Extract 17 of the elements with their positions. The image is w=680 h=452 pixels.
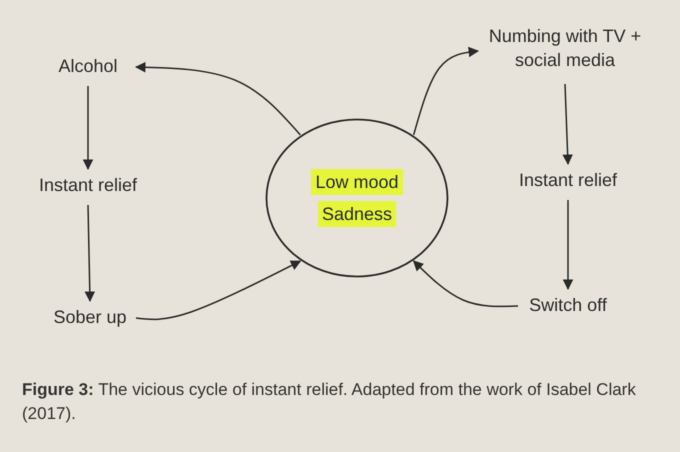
- arrow: [562, 84, 573, 166]
- arrow: [562, 200, 574, 290]
- node-label: Switch off: [529, 294, 607, 317]
- arrow: [84, 204, 96, 302]
- node-label: Alcohol: [58, 55, 118, 78]
- node-label: Instant relief: [518, 169, 618, 192]
- arrow: [412, 46, 480, 136]
- highlighted-text: Sadness: [318, 201, 396, 227]
- arrow: [82, 86, 94, 170]
- highlighted-text: Low mood: [311, 169, 403, 195]
- arrow: [412, 260, 518, 308]
- node-label: Sober up: [53, 306, 127, 329]
- node-label: Numbing with TV + social media: [488, 25, 642, 72]
- node-label: Instant relief: [38, 174, 138, 197]
- figure-caption: Figure 3: The vicious cycle of instant relief. Adapted from the work of Isabel Clark (2017).: [22, 379, 637, 425]
- arrow: [134, 62, 301, 136]
- arrow: [136, 260, 302, 320]
